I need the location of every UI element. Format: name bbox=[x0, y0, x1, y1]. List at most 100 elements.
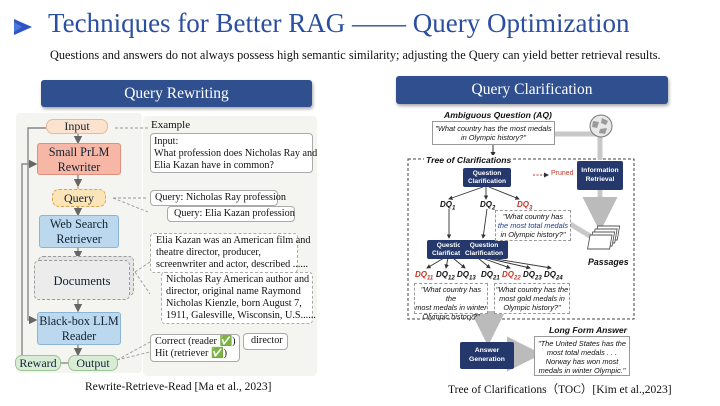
example-doc2-line-1: Nicholas Ray American author and bbox=[166, 274, 310, 285]
reward-node-label: Reward bbox=[19, 356, 57, 370]
black-box-llm-reader-node: Black-box LLM Reader bbox=[37, 312, 121, 345]
answer-line-4: medals in winter Olympic." bbox=[538, 366, 626, 375]
dq2-q-line-2: the most total medals bbox=[497, 221, 569, 230]
example-input-line-3: Elia Kazan have in common? bbox=[154, 160, 274, 171]
documents-node: Documents bbox=[34, 260, 130, 300]
dq1-text: DQ bbox=[440, 200, 452, 209]
small-prlm-rewriter-node: Small PrLM Rewriter bbox=[37, 143, 121, 175]
input-node: Input bbox=[46, 119, 108, 134]
dq13-sub: 13 bbox=[469, 275, 476, 282]
dq13-label: DQ13 bbox=[457, 270, 476, 282]
qc-right-line-2: Clarification bbox=[464, 250, 504, 257]
dq24-text: DQ bbox=[544, 270, 556, 279]
aq-question-box: "What country has the most medals in Oly… bbox=[432, 121, 555, 145]
reward-node: Reward bbox=[15, 355, 61, 371]
aq-line-1: "What country has the most medals bbox=[435, 124, 552, 133]
dq2-sub: 2 bbox=[492, 205, 496, 212]
dq12-text: DQ bbox=[436, 270, 448, 279]
documents-label: Documents bbox=[53, 274, 111, 288]
long-form-answer-box: "The United States has the most total me… bbox=[534, 336, 630, 376]
dq22-sub: 22 bbox=[514, 275, 521, 282]
dq23-sub: 23 bbox=[535, 275, 542, 282]
example-input-line-1: Input: bbox=[154, 136, 179, 147]
tree-frame bbox=[407, 158, 635, 320]
dq21-label: DQ21 bbox=[481, 270, 500, 282]
page-subtitle: Questions and answers do not always poss… bbox=[50, 48, 661, 62]
gold-q-line-3: Olympic history?" bbox=[503, 303, 561, 312]
example-query2: Query: Elia Kazan profession bbox=[174, 208, 295, 219]
dq23-text: DQ bbox=[523, 270, 535, 279]
dq11-sub: 11 bbox=[427, 275, 434, 282]
example-doc1-line-2: theatre director, producer, bbox=[156, 247, 261, 258]
dq21-sub: 21 bbox=[493, 275, 500, 282]
dq2-question-box: "What country has the most total medals … bbox=[495, 210, 571, 241]
answer-line-3: Norway has won most bbox=[545, 357, 619, 366]
dq13-text: DQ bbox=[457, 270, 469, 279]
ag-line-2: Generation bbox=[469, 356, 505, 363]
answer-line-2: most total medals . . . bbox=[546, 348, 618, 357]
page-title: Techniques for Better RAG —— Query Optim… bbox=[48, 8, 630, 38]
rewriter-label: Rewriter bbox=[57, 160, 101, 174]
play-arrow-icon bbox=[14, 19, 32, 35]
query-rewriting-header: Query Rewriting bbox=[41, 80, 312, 107]
dq22-label: DQ22 bbox=[502, 270, 521, 282]
dq1-sub: 1 bbox=[452, 205, 456, 212]
example-correct: Correct (reader ✅) bbox=[155, 336, 236, 347]
gold-question-box: "What country has the most gold medals i… bbox=[494, 283, 570, 314]
question-clarification-node-right: Question Clarification bbox=[460, 240, 508, 259]
winter-question-box: "What country has the most medals in win… bbox=[414, 283, 488, 321]
dq11-label: DQ11 bbox=[415, 270, 433, 282]
dq12-label: DQ12 bbox=[436, 270, 455, 282]
dq24-label: DQ24 bbox=[544, 270, 563, 282]
passages-label: Passages bbox=[588, 257, 629, 267]
dq2-q-line-1: "What country has bbox=[502, 212, 564, 221]
qc-left-line-2: Clarification bbox=[431, 250, 471, 257]
answer-generation-node: Answer Generation bbox=[460, 342, 514, 369]
question-clarification-node-root: Question Clarification bbox=[463, 168, 511, 187]
example-doc2-line-3: Nicholas Kienzle, born August 7, bbox=[166, 298, 302, 309]
dq2-label: DQ2 bbox=[480, 200, 495, 212]
pruned-label: Pruned bbox=[551, 170, 574, 177]
dq11-text: DQ bbox=[415, 270, 427, 279]
example-result-box bbox=[150, 334, 240, 362]
example-doc2-box bbox=[161, 272, 313, 324]
query-node-label: Query bbox=[64, 191, 94, 205]
example-doc2-line-2: director, original name Raymond bbox=[166, 286, 301, 297]
qc-left-line-1: Question bbox=[436, 242, 466, 249]
reader-label: Reader bbox=[61, 329, 97, 343]
example-answer: director bbox=[251, 335, 283, 346]
dq1-label: DQ1 bbox=[440, 200, 455, 212]
example-doc1-line-3: screenwriter and actor, described ...... bbox=[156, 259, 309, 270]
dq2-text: DQ bbox=[480, 200, 492, 209]
dq3-text: DQ bbox=[517, 200, 529, 209]
qc-root-line-2: Clarification bbox=[467, 178, 507, 185]
input-node-label: Input bbox=[64, 119, 90, 133]
right-caption: Tree of Clarifications（TOC）[Kim et al.,2… bbox=[448, 384, 672, 396]
gold-q-line-2: most gold medals in bbox=[499, 294, 565, 303]
passages-stack-icon bbox=[587, 225, 621, 250]
dq3-label: DQ3 bbox=[517, 200, 532, 212]
example-doc1-line-1: Elia Kazan was an American film and bbox=[156, 235, 311, 246]
dq2-q-line-3: in Olympic history?" bbox=[500, 230, 566, 239]
black-box-llm-label: Black-box LLM bbox=[39, 314, 119, 328]
output-node-label: Output bbox=[76, 356, 110, 370]
query-clarification-header: Query Clarification bbox=[396, 76, 668, 104]
information-retrieval-node: Information Retrieval bbox=[577, 161, 623, 190]
ir-line-1: Information bbox=[581, 167, 619, 174]
example-query1: Query: Nicholas Ray profession bbox=[155, 192, 286, 203]
example-query1-box bbox=[150, 190, 278, 206]
dq22-text: DQ bbox=[502, 270, 514, 279]
example-label: Example bbox=[151, 119, 191, 131]
dq21-text: DQ bbox=[481, 270, 493, 279]
example-doc2-line-4: 1911, Galesville, Wisconsin, U.S...... bbox=[166, 310, 316, 321]
long-form-answer-label: Long Form Answer bbox=[549, 325, 627, 335]
output-node: Output bbox=[68, 355, 118, 371]
web-search-label: Web Search bbox=[49, 217, 109, 231]
small-prlm-label: Small PrLM bbox=[48, 145, 110, 159]
example-query2-box bbox=[167, 206, 295, 222]
web-search-retriever-node: Web Search Retriever bbox=[39, 215, 119, 248]
example-input-box bbox=[150, 133, 313, 173]
example-input-line-2: What profession does Nicholas Ray and bbox=[154, 148, 318, 159]
ir-line-2: Retrieval bbox=[585, 176, 615, 183]
